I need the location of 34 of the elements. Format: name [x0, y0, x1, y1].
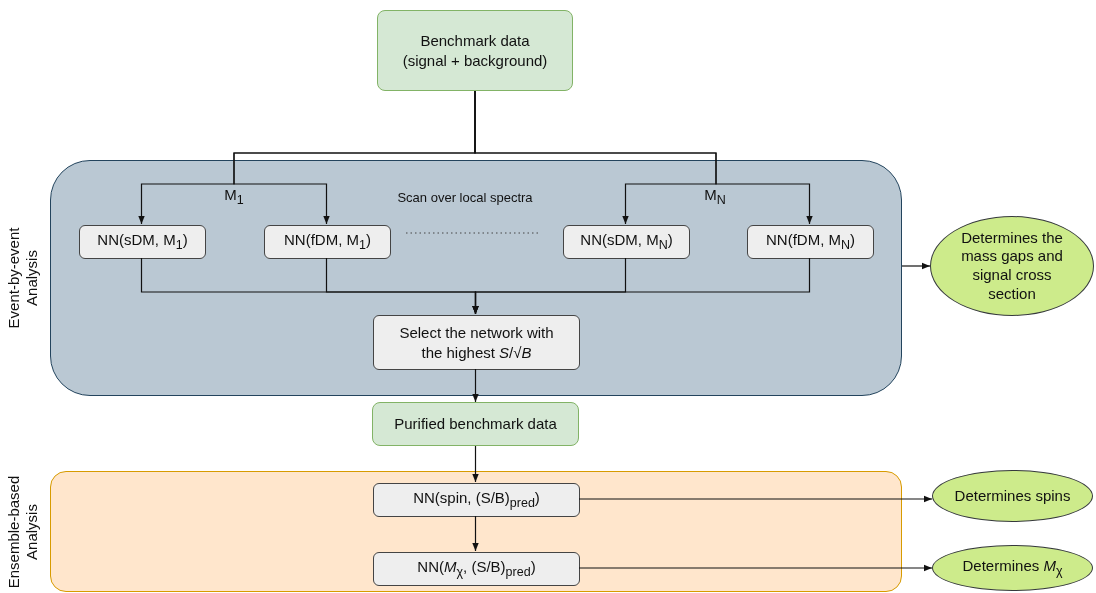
section-label: Event-by-event Analysis: [5, 227, 41, 329]
node-text: Select the network with the highest S/√B: [398, 323, 555, 362]
process-box: [563, 225, 690, 259]
arrow: [474, 90, 813, 225]
node-text: Determines M$_{χ}$: [962, 556, 1063, 580]
node-text: NN(fDM, M$_{1}$): [284, 230, 371, 254]
arrow: [472, 445, 479, 483]
process-box: [79, 225, 206, 259]
arrow: [472, 257, 811, 315]
process-box: [373, 483, 580, 517]
annotation-text: M$_{1}$: [223, 186, 245, 207]
arrow: [472, 368, 479, 403]
node-text: Purified benchmark data: [394, 414, 557, 434]
data-box: [377, 10, 573, 91]
annotation-text: M$_{N}$: [703, 186, 727, 207]
node-text: NN(spin, (S/B)$_{pred}$): [413, 488, 540, 512]
process-box: [747, 225, 874, 259]
node-text: NN(sDM, M$_{N}$): [580, 230, 673, 254]
section-label: Ensemble-based Analysis: [5, 475, 41, 588]
node-text: NN(fDM, M$_{N}$): [766, 230, 855, 254]
node-text: Benchmark data (signal + background): [401, 31, 549, 70]
arrow: [901, 262, 931, 270]
annotation-text: Scan over local spectra: [396, 190, 534, 207]
arrow: [578, 564, 933, 572]
node-text: NN(sDM, M$_{1}$): [97, 230, 188, 254]
arrow: [472, 515, 479, 552]
node-text: Determines the mass gaps and signal cross section: [960, 228, 1064, 304]
process-box: [264, 225, 391, 259]
process-box: [373, 552, 580, 586]
process-box: [373, 315, 580, 370]
arrow: [578, 495, 933, 503]
node-text: NN(M$_{χ}$, (S/B)$_{pred}$): [417, 557, 536, 581]
node-text: Determines spins: [954, 486, 1071, 506]
data-box: [372, 402, 579, 446]
